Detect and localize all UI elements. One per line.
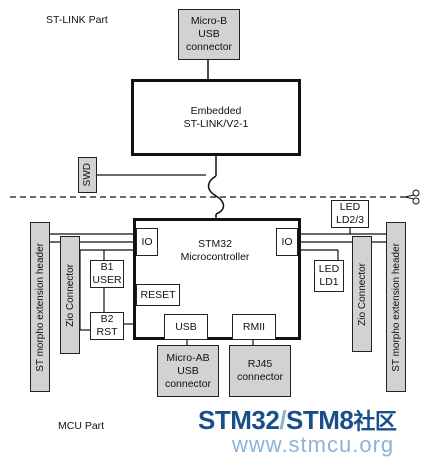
swd-block: SWD — [78, 157, 97, 193]
stm32-microcontroller-block — [133, 218, 301, 340]
morpho-header-right: ST morpho extension header — [386, 222, 406, 392]
micro-b-usb-connector: Micro-B USB connector — [178, 9, 240, 60]
scissors-icon — [404, 189, 420, 205]
rj45-connector: RJ45 connector — [229, 345, 291, 397]
micro-ab-usb-connector: Micro-AB USB connector — [157, 345, 219, 397]
b2-rst-button-block: B2 RST — [90, 312, 124, 340]
reset-block: RESET — [136, 284, 180, 306]
morpho-left-label: ST morpho extension header — [34, 242, 46, 372]
zio-connector-left: Zio Connector — [60, 236, 80, 354]
watermark-community: 社区 — [353, 409, 397, 434]
stlink-part-label: ST-LINK Part — [46, 14, 108, 26]
led-ld23-block: LED LD2/3 — [331, 200, 369, 228]
swd-label: SWD — [82, 163, 93, 187]
morpho-header-left: ST morpho extension header — [30, 222, 50, 392]
b1-user-button-block: B1 USER — [90, 260, 124, 288]
watermark-title: STM32/STM8社区 — [198, 404, 397, 436]
watermark-stm8: STM8 — [286, 405, 354, 435]
stm32-label: STM32 Microcontroller — [180, 238, 250, 263]
zio-left-label: Zio Connector — [64, 263, 76, 327]
watermark-stm32: STM32 — [198, 405, 280, 435]
usb-block: USB — [164, 314, 208, 340]
zio-right-label: Zio Connector — [356, 262, 368, 326]
mcu-part-label: MCU Part — [58, 420, 105, 432]
watermark-slash: / — [279, 405, 287, 435]
morpho-right-label: ST morpho extension header — [390, 242, 402, 372]
rmii-block: RMII — [232, 314, 276, 340]
embedded-stlink-block: Embedded ST-LINK/V2-1 — [131, 79, 301, 156]
watermark-url: www.stmcu.org — [232, 432, 395, 457]
zio-connector-right: Zio Connector — [352, 236, 372, 352]
led-ld1-block: LED LD1 — [314, 260, 344, 292]
io-left-block: IO — [136, 228, 158, 256]
io-right-block: IO — [276, 228, 298, 256]
